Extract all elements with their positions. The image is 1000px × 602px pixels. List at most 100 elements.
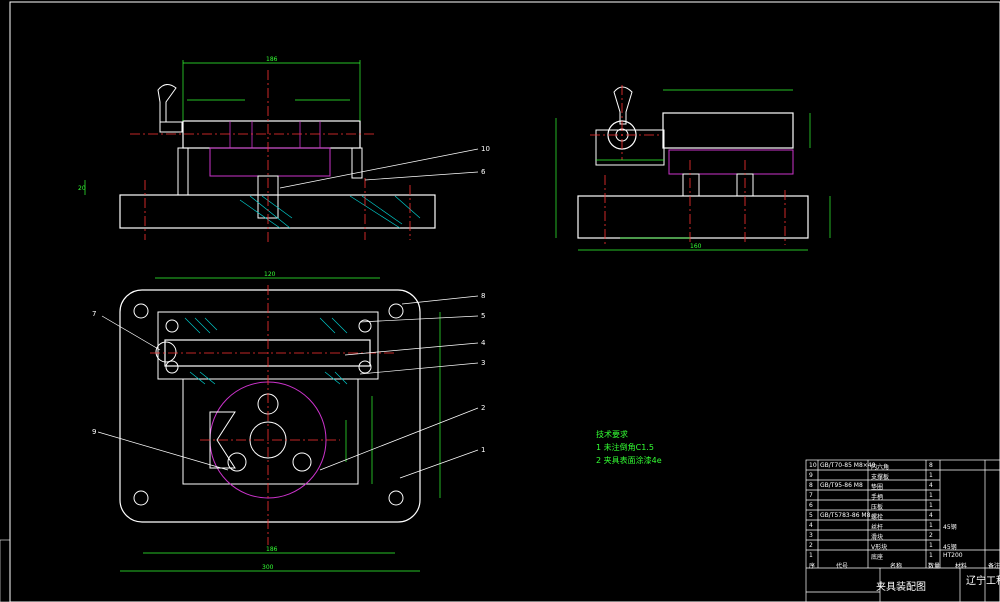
front-side-support-right xyxy=(351,147,363,179)
side-handle xyxy=(613,86,633,125)
school-name: 辽宁工程 xyxy=(966,576,1000,587)
tb-row-index: 9 xyxy=(809,472,813,479)
front-handle-stem xyxy=(159,121,183,133)
tb-row-name: 丝杆 xyxy=(871,524,884,531)
drawing-title: 夹具装配图 xyxy=(876,582,926,593)
tb-row-code: GB/T95-86 M8 xyxy=(820,482,863,489)
tb-row-index: 1 xyxy=(809,552,813,559)
callout-9: 9 xyxy=(92,428,96,436)
tb-row-name: 内六角 xyxy=(871,464,890,471)
plan-base-outline xyxy=(119,289,421,523)
tb-row-qty: 1 xyxy=(929,502,933,509)
tb-header-index: 序 xyxy=(809,563,816,570)
tb-header-code: 代号 xyxy=(836,563,849,570)
front-view xyxy=(84,60,436,245)
technical-requirements: 技术要求 1 未注倒角C1.5 2 夹具表面涂漆4e xyxy=(596,428,662,467)
plan-view xyxy=(119,277,441,572)
tb-header-qty: 数量 xyxy=(928,563,941,570)
callout-8: 8 xyxy=(481,292,485,300)
tb-row-name: 支撑板 xyxy=(871,474,890,481)
side-vblock-hidden xyxy=(668,149,794,175)
dim-side-overall: 160 xyxy=(690,243,702,250)
callout-10: 10 xyxy=(481,145,490,153)
tech-req-item-1: 1 未注倒角C1.5 xyxy=(596,443,654,452)
tb-row-qty: 8 xyxy=(929,462,933,469)
tb-row-index: 2 xyxy=(809,542,813,549)
dim-height: 20 xyxy=(78,185,86,192)
dimension-labels: 186 300 186 120 160 20 xyxy=(78,56,702,571)
front-side-support xyxy=(177,147,189,196)
side-base-plate xyxy=(577,195,809,239)
side-top-block xyxy=(662,112,794,149)
plan-hatch xyxy=(184,317,348,385)
tb-row-index: 3 xyxy=(809,532,813,539)
tb-row-qty: 1 xyxy=(929,552,933,559)
front-top-block xyxy=(182,120,361,149)
dim-front-overall: 186 xyxy=(266,56,278,63)
callout-1: 1 xyxy=(481,446,485,454)
tb-row-material: 45钢 xyxy=(943,524,957,531)
plan-lower-block xyxy=(182,378,359,485)
tb-row-material: HT200 xyxy=(943,552,963,559)
tb-row-qty: 4 xyxy=(929,482,933,489)
side-dimensions xyxy=(555,89,831,251)
tb-row-name: 压板 xyxy=(871,504,884,511)
tb-row-qty: 1 xyxy=(929,472,933,479)
plan-handle-knob xyxy=(155,341,177,363)
front-vblock-hidden xyxy=(209,147,331,177)
side-view xyxy=(555,85,831,251)
tb-row-material: 45钢 xyxy=(943,544,957,551)
callout-6: 6 xyxy=(481,168,486,176)
dim-plan-inner: 186 xyxy=(266,546,278,553)
callout-7: 7 xyxy=(92,310,96,318)
callout-4: 4 xyxy=(481,339,486,347)
tb-row-qty: 4 xyxy=(929,512,933,519)
tb-header-note: 备注 xyxy=(988,563,1000,570)
tb-row-name: 螺栓 xyxy=(871,514,884,521)
title-block-grid xyxy=(805,459,1000,602)
front-centerlines xyxy=(130,70,411,245)
tb-row-qty: 1 xyxy=(929,542,933,549)
tb-header-name: 名称 xyxy=(890,563,903,570)
tech-req-heading: 技术要求 xyxy=(596,430,628,439)
tb-row-index: 5 xyxy=(809,512,813,519)
tb-row-qty: 2 xyxy=(929,532,933,539)
front-hatch xyxy=(239,195,421,229)
tb-row-index: 10 xyxy=(809,462,817,469)
side-support-block xyxy=(595,129,665,166)
front-dimensions xyxy=(84,60,361,195)
tech-req-item-2: 2 夹具表面涂漆4e xyxy=(596,456,662,465)
tb-row-qty: 1 xyxy=(929,492,933,499)
tb-row-name: V形块 xyxy=(871,544,888,551)
tb-row-name: 底座 xyxy=(871,554,884,561)
tb-row-index: 6 xyxy=(809,502,813,509)
tb-row-index: 7 xyxy=(809,492,813,499)
tb-row-code: GB/T5783-86 M8 xyxy=(820,512,871,519)
tb-row-qty: 1 xyxy=(929,522,933,529)
tb-row-name: 垫圈 xyxy=(871,484,884,491)
edge-strip xyxy=(0,539,11,602)
callout-leaders xyxy=(97,148,479,479)
tb-row-index: 4 xyxy=(809,522,813,529)
side-centerlines xyxy=(590,85,786,245)
plan-vblock xyxy=(209,411,236,469)
tb-row-name: 滑块 xyxy=(871,534,884,541)
side-bolt-1 xyxy=(682,173,700,197)
tb-row-index: 8 xyxy=(809,482,813,489)
tb-header-material: 材料 xyxy=(955,563,968,570)
callout-labels: 10 6 7 5 4 3 2 9 1 8 xyxy=(92,145,490,454)
front-hidden-lines xyxy=(229,121,321,148)
callout-5: 5 xyxy=(481,312,485,320)
tb-row-name: 手柄 xyxy=(871,494,884,501)
drawing-frame xyxy=(9,1,1000,602)
callout-3: 3 xyxy=(481,359,485,367)
dim-plan-width: 120 xyxy=(264,271,276,278)
callout-2: 2 xyxy=(481,404,485,412)
dim-plan-overall: 300 xyxy=(262,564,274,571)
plan-dimensions xyxy=(120,277,441,572)
front-handle xyxy=(157,84,177,123)
plan-holes xyxy=(133,303,404,506)
plan-centerlines xyxy=(150,285,395,545)
tb-row-code: GB/T70-85 M8×40 xyxy=(820,462,876,469)
